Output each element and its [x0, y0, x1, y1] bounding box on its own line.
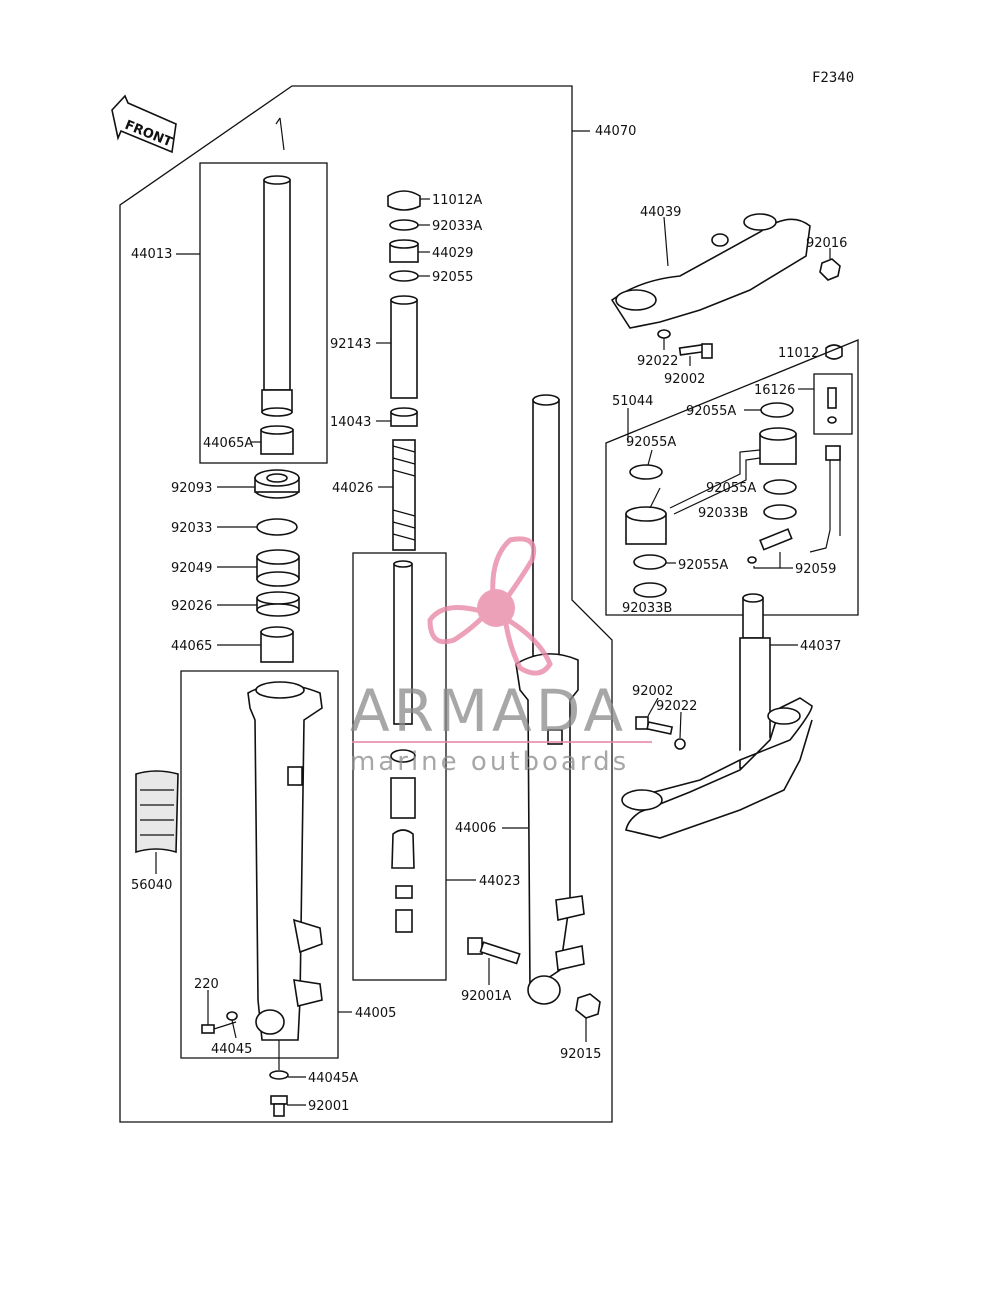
plug-44045: [226, 1011, 238, 1021]
bushing-44065A: [260, 425, 294, 455]
air-valve-box-51044: [605, 339, 859, 616]
callout-11012: 11012: [778, 346, 819, 361]
callout-92055: 92055: [432, 270, 473, 285]
watermark-tagline: marine outboards: [350, 747, 629, 777]
callout-220: 220: [194, 977, 219, 992]
callout-92033A: 92033A: [432, 219, 482, 234]
callout-44029: 44029: [432, 246, 473, 261]
spring-44026: [392, 439, 416, 551]
bolt-92001: [270, 1095, 288, 1117]
callout-14043: 14043: [330, 415, 371, 430]
watermark: ARMADA marine outboards: [350, 536, 652, 777]
front-arrow: FRONT: [111, 94, 177, 154]
callout-44070: 44070: [595, 124, 636, 139]
callout-44065A: 44065A: [203, 436, 253, 451]
fitting-92059: [747, 528, 793, 564]
callout-44037: 44037: [800, 639, 841, 654]
callout-44045A: 44045A: [308, 1071, 358, 1086]
callout-92059: 92059: [795, 562, 836, 577]
circlip-92033: [256, 518, 298, 536]
figure-code: F2340: [812, 70, 854, 86]
propeller-logo: [427, 536, 553, 676]
callout-92026: 92026: [171, 599, 212, 614]
air-cylinder-top: [759, 427, 797, 465]
nut-92016: [819, 258, 841, 281]
steering-stem-44037: [621, 593, 813, 839]
washer-44045A: [269, 1070, 289, 1080]
callout-92016: 92016: [806, 236, 847, 251]
callout-44026: 44026: [332, 481, 373, 496]
oring-92055A-4: [633, 554, 667, 570]
callout-92093: 92093: [171, 481, 212, 496]
bushing-44065: [260, 626, 294, 663]
callout-92002-top: 92002: [664, 372, 705, 387]
callout-92055A-1: 92055A: [686, 404, 736, 419]
callout-92001A: 92001A: [461, 989, 511, 1004]
slider-group-box: [180, 670, 339, 1059]
callout-44005: 44005: [355, 1006, 396, 1021]
callout-92033B-2: 92033B: [622, 601, 672, 616]
callout-92055A-4: 92055A: [678, 558, 728, 573]
oring-92055A-3: [763, 479, 797, 495]
valve-stem-nut: [825, 445, 841, 461]
bolt-92001A: [467, 937, 521, 965]
damper-rod-44023: [390, 560, 416, 933]
seat-14043: [390, 407, 418, 427]
washer-92022-top: [657, 329, 671, 339]
callout-92033: 92033: [171, 521, 212, 536]
oring-92033A: [389, 219, 419, 231]
assembly-outline-44070: [119, 85, 613, 1123]
bolt-92002-top: [678, 343, 713, 359]
callout-92022-top: 92022: [637, 354, 678, 369]
inner-tube-44013: [261, 175, 293, 417]
oring-92055: [389, 270, 419, 282]
callout-92055A-3: 92055A: [706, 481, 756, 496]
callout-16126: 16126: [754, 383, 795, 398]
damper-group-box: [352, 552, 447, 981]
oring-92055A-2: [629, 464, 663, 480]
callout-92143: 92143: [330, 337, 371, 352]
washer-92026: [256, 591, 300, 617]
callout-44039: 44039: [640, 205, 681, 220]
air-cylinder-bottom: [625, 487, 667, 545]
callout-44023: 44023: [479, 874, 520, 889]
watermark-brand: ARMADA: [350, 677, 627, 745]
callout-44006: 44006: [455, 821, 496, 836]
cap-11012A: [387, 190, 421, 211]
valve-frame-16126: [813, 373, 853, 435]
upper-bracket-44039: [610, 213, 811, 329]
circlip-92033B-1: [763, 504, 797, 520]
callout-11012A: 11012A: [432, 193, 482, 208]
callout-56040: 56040: [131, 878, 172, 893]
plug-44029: [389, 239, 419, 263]
circlip-92033B-2: [633, 582, 667, 598]
air-valve-stem: [809, 446, 841, 553]
callout-92055A-2: 92055A: [626, 435, 676, 450]
valve-16126: [827, 387, 837, 424]
bolt-220: [201, 1021, 237, 1034]
air-hose: [669, 449, 761, 515]
callout-44045: 44045: [211, 1042, 252, 1057]
callout-92049: 92049: [171, 561, 212, 576]
outer-slider-44005: [247, 681, 323, 1041]
bolt-92002-lower: [635, 716, 674, 735]
nut-92015: [575, 993, 601, 1019]
spacer-92143: [390, 295, 418, 399]
callout-92022-lower: 92022: [656, 699, 697, 714]
tube-group-box: [199, 162, 328, 464]
callout-92002-lower: 92002: [632, 684, 673, 699]
reflector-56040: [135, 770, 179, 854]
callout-51044: 51044: [612, 394, 653, 409]
callout-44065: 44065: [171, 639, 212, 654]
callout-44013: 44013: [131, 247, 172, 262]
oil-seal-92093: [254, 469, 300, 499]
washer-92049: [256, 549, 300, 587]
callout-92001: 92001: [308, 1099, 349, 1114]
oring-92055A-1: [760, 402, 794, 418]
fork-leg-44006: [515, 394, 585, 1005]
callout-92033B-1: 92033B: [698, 506, 748, 521]
washer-92022-lower: [674, 738, 686, 750]
callout-92015: 92015: [560, 1047, 601, 1062]
